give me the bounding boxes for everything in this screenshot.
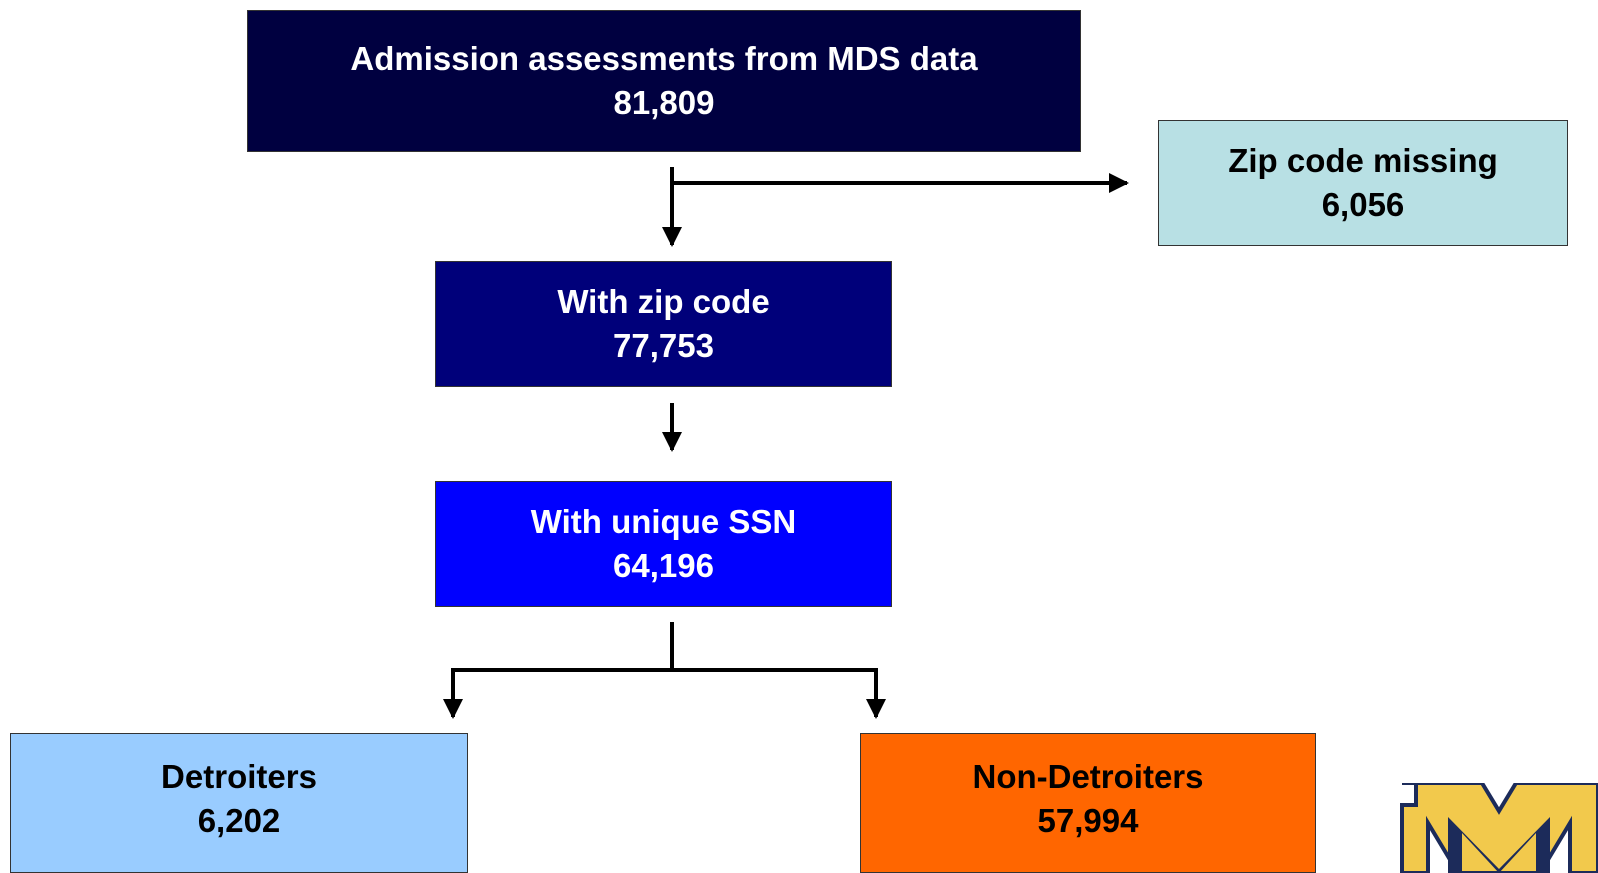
- node-with-zip-code: With zip code 77,753: [435, 261, 892, 387]
- node-admission-label: Admission assessments from MDS data: [350, 40, 978, 77]
- node-admission-count: 81,809: [613, 84, 715, 121]
- node-non-detroiters: Non-Detroiters 57,994: [860, 733, 1316, 873]
- node-non-detroiters-count: 57,994: [1037, 802, 1139, 839]
- node-with-zip-label: With zip code: [557, 283, 770, 320]
- block-m-logo-icon: [1400, 783, 1598, 873]
- node-admission-assessments: Admission assessments from MDS data 81,8…: [247, 10, 1081, 152]
- node-detroiters: Detroiters 6,202: [10, 733, 468, 873]
- node-detroiters-count: 6,202: [197, 802, 281, 839]
- node-unique-ssn-label: With unique SSN: [530, 503, 797, 540]
- node-non-detroiters-label: Non-Detroiters: [972, 758, 1204, 795]
- node-zip-code-missing: Zip code missing 6,056: [1158, 120, 1568, 246]
- node-with-zip-count: 77,753: [613, 327, 714, 364]
- node-unique-ssn-count: 64,196: [613, 547, 714, 584]
- node-zip-missing-count: 6,056: [1321, 186, 1405, 223]
- node-zip-missing-label: Zip code missing: [1228, 142, 1498, 179]
- node-detroiters-label: Detroiters: [161, 758, 317, 795]
- node-with-unique-ssn: With unique SSN 64,196: [435, 481, 892, 607]
